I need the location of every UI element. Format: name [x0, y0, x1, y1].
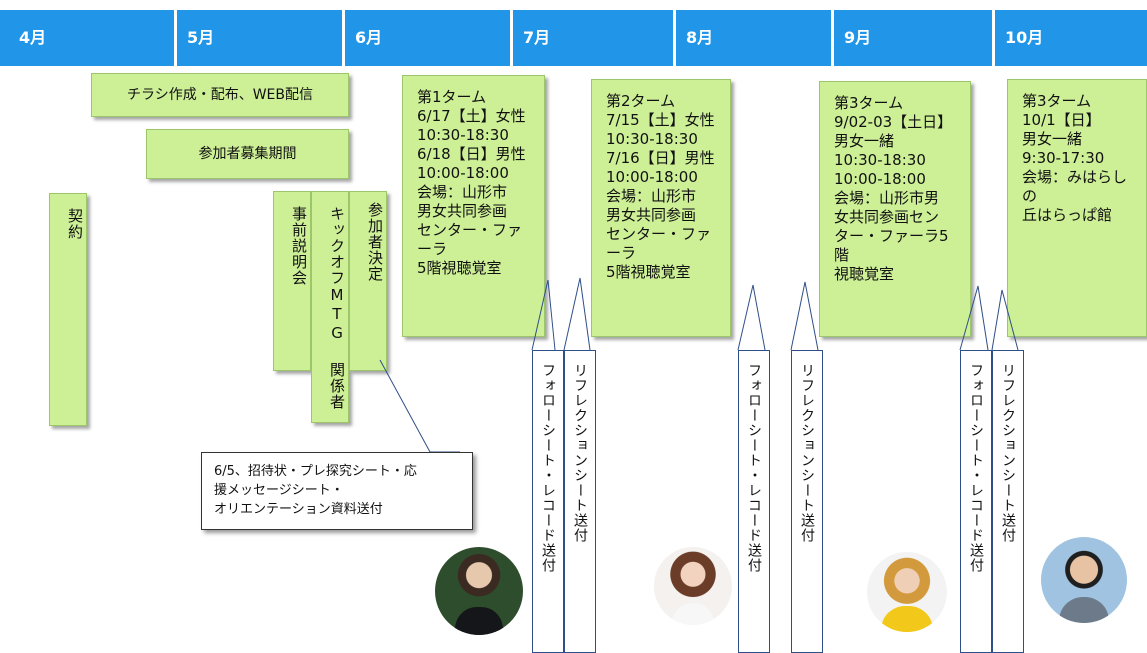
flyer-task: チラシ作成・配布、WEB配信 [91, 73, 349, 117]
documents-callout: 6/5、招待状・プレ探究シート・応 援メッセージシート・ オリエンテーション資料… [201, 452, 473, 530]
month-label-may: 5月 [174, 10, 342, 66]
month-label-apr: 4月 [19, 28, 47, 47]
reflection-sheet-term1: リフレクションシート送付 [564, 350, 596, 653]
participant-decision-task: 参加者決定 [349, 191, 387, 371]
term-2-box: 第2ターム 7/15【土】女性 10:30-18:30 7/16【日】男性 10… [591, 79, 731, 337]
month-label-aug: 8月 [673, 10, 831, 66]
month-label-jun: 6月 [342, 10, 510, 66]
term-1-box: 第1ターム 6/17【土】女性 10:30-18:30 6/18【日】男性 10… [402, 75, 545, 337]
reflection-sheet-term3: リフレクションシート送付 [992, 350, 1024, 653]
month-header-bar [0, 10, 1147, 66]
follow-sheet-term2: フォローシート・レコード送付 [738, 350, 770, 653]
facilitator-avatar-4 [1041, 537, 1127, 623]
reflection-sheet-term2: リフレクションシート送付 [791, 350, 823, 653]
contract-task: 契約 [49, 193, 87, 426]
facilitator-avatar-3 [867, 552, 947, 632]
month-label-oct: 10月 [992, 10, 1147, 66]
facilitator-avatar-2 [654, 547, 732, 625]
term-3-box: 第3ターム 9/02-03【土日】 男女一緒 10:30-18:30 10:00… [819, 81, 971, 337]
kickoff-mtg-task: キックオフMTG 関係者 [311, 191, 349, 423]
month-label-jul: 7月 [510, 10, 673, 66]
follow-sheet-term3: フォローシート・レコード送付 [960, 350, 992, 653]
month-label-sep: 9月 [831, 10, 992, 66]
briefing-session-task: 事前説明会 [273, 191, 311, 371]
recruitment-period-task: 参加者募集期間 [146, 129, 349, 179]
follow-sheet-term1: フォローシート・レコード送付 [532, 350, 564, 653]
facilitator-avatar-1 [435, 547, 523, 635]
